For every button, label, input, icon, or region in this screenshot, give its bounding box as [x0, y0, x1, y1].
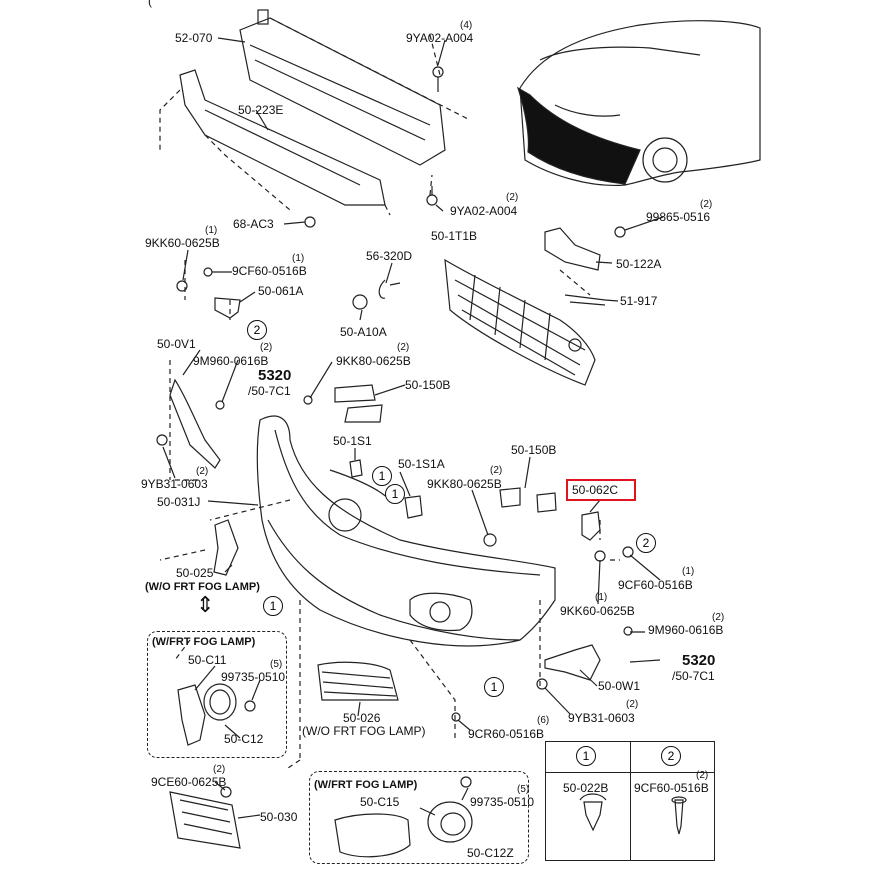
qty-9m960-left: (2)	[260, 342, 273, 353]
label-99735-right: 99735-0510	[470, 795, 535, 809]
up-down-arrow-icon: ⇕	[196, 592, 215, 617]
label-50-c15: 50-C15	[360, 795, 400, 809]
qty-9ce60: (2)	[213, 764, 226, 775]
ref-marker-1: 1	[484, 677, 504, 697]
leader-lines	[162, 37, 664, 819]
qty-9kk80-mid: (2)	[490, 465, 503, 476]
label-9kk60-left: 9KK60-0625B	[145, 236, 220, 250]
legend-marker-1: 1	[576, 746, 596, 766]
qty-99735-left: (5)	[270, 659, 283, 670]
label-9cf60-left: 9CF60-0516B	[232, 264, 307, 278]
label-50-062c: 50-062C	[572, 483, 619, 497]
label-9kk80-top: 9KK80-0625B	[336, 354, 411, 368]
qty-9kk80-top: (2)	[397, 342, 410, 353]
legend-qty: (2)	[696, 770, 709, 781]
label-50-025: 50-025	[176, 566, 214, 580]
label-99735-left: 99735-0510	[221, 670, 286, 684]
legend-row-divider	[546, 772, 714, 773]
label-9cf60-right: 9CF60-0516B	[618, 578, 693, 592]
label-9ya02-mid: 9YA02-A004	[450, 204, 518, 218]
fastener-group	[156, 66, 634, 798]
label-9yb31-left: 9YB31-0603	[141, 477, 208, 491]
label-50-7c1-left: /50-7C1	[248, 384, 291, 398]
ref-marker-1: 1	[385, 484, 405, 504]
legend-column-divider	[630, 742, 631, 860]
label-50-031j: 50-031J	[157, 495, 201, 509]
qty-9cr60: (6)	[537, 715, 550, 726]
label-50-150b-top: 50-150B	[405, 378, 451, 392]
label-50-026: 50-026	[343, 711, 381, 725]
label-56-320d: 56-320D	[366, 249, 413, 263]
fog-lamp-group-left	[147, 631, 287, 758]
label-50-7c1-right: /50-7C1	[672, 669, 715, 683]
label-w-fog-bottom: (W/FRT FOG LAMP)	[314, 779, 418, 791]
header-fragment: (	[148, 0, 152, 8]
label-9m960-left: 9M960-0616B	[193, 354, 269, 368]
label-9kk60-right: 9KK60-0625B	[560, 604, 635, 618]
qty-9yb31-right: (2)	[626, 699, 639, 710]
label-50-061a: 50-061A	[258, 284, 304, 298]
label-68-ac3: 68-AC3	[233, 217, 274, 231]
qty-9ya02-top: (4)	[460, 20, 473, 31]
ref-marker-2: 2	[636, 533, 656, 553]
label-9kk80-mid: 9KK80-0625B	[427, 477, 502, 491]
qty-99865: (2)	[700, 199, 713, 210]
vehicle-illustration	[516, 20, 761, 187]
label-50-1s1a: 50-1S1A	[398, 457, 445, 471]
qty-9ya02-mid: (2)	[506, 192, 519, 203]
qty-9cf60-left: (1)	[292, 253, 305, 264]
label-50-1s1: 50-1S1	[333, 434, 372, 448]
fastener-legend	[545, 741, 715, 861]
label-50-c11: 50-C11	[188, 653, 227, 667]
label-50-150b-mid: 50-150B	[511, 443, 557, 457]
qty-9yb31-left: (2)	[196, 466, 209, 477]
legend-marker-2: 2	[661, 746, 681, 766]
label-99865: 99865-0516	[646, 210, 711, 224]
label-50-0v1: 50-0V1	[157, 337, 196, 351]
label-wo-fog-mid: (W/O FRT FOG LAMP)	[302, 724, 426, 738]
label-52-070: 52-070	[175, 31, 213, 45]
legend-part-50-022b: 50-022B	[563, 781, 609, 795]
qty-9cf60-right: (1)	[682, 566, 695, 577]
qty-9m960-right: (2)	[712, 612, 725, 623]
label-50-1t1b: 50-1T1B	[431, 229, 478, 243]
label-50-a10a: 50-A10A	[340, 325, 387, 339]
label-50-122a: 50-122A	[616, 257, 662, 271]
label-5320-right: 5320	[682, 652, 716, 669]
label-9m960-right: 9M960-0616B	[648, 623, 724, 637]
qty-9kk60-right: (1)	[595, 592, 608, 603]
label-9yb31-right: 9YB31-0603	[568, 711, 635, 725]
label-wo-fog-left: (W/O FRT FOG LAMP)	[145, 581, 260, 593]
bumper-cover-50-031j	[256, 415, 556, 647]
label-w-fog-left: (W/FRT FOG LAMP)	[152, 636, 256, 648]
label-5320-left: 5320	[258, 367, 292, 384]
qty-9kk60-left: (1)	[205, 225, 218, 236]
label-50-223e: 50-223E	[238, 103, 284, 117]
absorber-50-223e	[179, 69, 386, 206]
legend-part-9cf60: 9CF60-0516B	[634, 781, 709, 795]
ref-marker-1: 1	[263, 596, 283, 616]
label-50-0w1: 50-0W1	[598, 679, 641, 693]
ref-marker-1: 1	[372, 466, 392, 486]
label-50-030: 50-030	[260, 810, 298, 824]
highlight-box-50-062c	[566, 479, 636, 501]
label-50-c12z: 50-C12Z	[467, 846, 514, 860]
label-50-c12: 50-C12	[224, 732, 264, 746]
label-9ce60: 9CE60-0625B	[151, 775, 227, 789]
label-9cr60: 9CR60-0516B	[468, 727, 545, 741]
label-9ya02-top: 9YA02-A004	[406, 31, 474, 45]
qty-99735-right: (5)	[517, 784, 530, 795]
fog-lamp-group-bottom	[309, 771, 529, 864]
grille-50-1t1b	[444, 258, 596, 386]
ref-marker-2: 2	[247, 320, 267, 340]
label-51-917: 51-917	[620, 294, 658, 308]
